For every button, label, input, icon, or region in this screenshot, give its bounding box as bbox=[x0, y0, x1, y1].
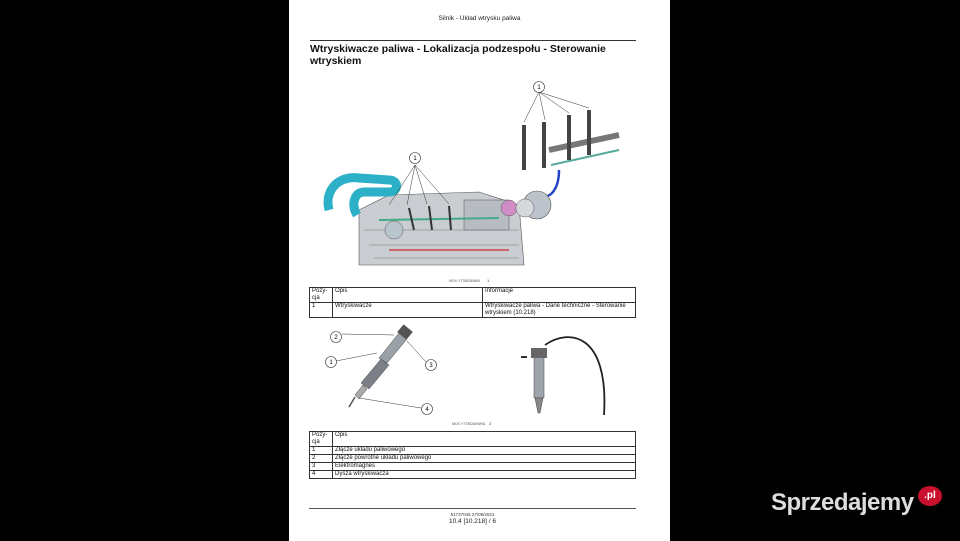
cell-description: Dysza wtryskiwacza bbox=[332, 470, 636, 479]
callout-3: 3 bbox=[425, 359, 437, 371]
table-header-row: Pozy-cja Opis bbox=[309, 431, 636, 447]
fuel-rail-illustration bbox=[515, 110, 620, 220]
cell-position: 3 bbox=[309, 462, 333, 471]
table-header-row: Pozy-cja Opis Informacje bbox=[309, 287, 636, 303]
callout-4-label: 4 bbox=[425, 407, 429, 413]
cell-description: Wtryskiwacze bbox=[332, 302, 483, 318]
document-page: Silnik - Układ wtrysku paliwa Wtryskiwac… bbox=[289, 0, 670, 541]
footer-doc-id: 51737045 27/09/2021 bbox=[450, 512, 495, 517]
header-cell-position: Pozy-cja bbox=[309, 431, 333, 447]
figure2-number: 2 bbox=[489, 421, 492, 426]
callout-1: 1 bbox=[325, 356, 337, 368]
engine-figure: 1 1 bbox=[323, 81, 620, 266]
callout-1-right: 1 bbox=[533, 81, 545, 93]
footer-page-ref: 10.4 [10.218] / 6 bbox=[449, 518, 496, 525]
engine-block-illustration bbox=[323, 173, 525, 266]
cell-description: Złącze układu paliwowego bbox=[332, 446, 636, 455]
callout-2: 2 bbox=[330, 331, 342, 343]
table-row: 2 Złącze powrotne układu paliwowego bbox=[309, 454, 636, 463]
callout-1-left: 1 bbox=[409, 152, 421, 164]
cell-description: Złącze powrotne układu paliwowego bbox=[332, 454, 636, 463]
table-row: 3 Elektromagnes bbox=[309, 462, 636, 471]
table-row: 1 Złącze układu paliwowego bbox=[309, 446, 636, 455]
cell-info: Wtryskiwacze paliwa - Dane techniczne - … bbox=[482, 302, 636, 318]
callout-leaders-2 bbox=[335, 333, 428, 409]
cell-position: 1 bbox=[309, 302, 333, 318]
injector-left-illustration bbox=[348, 324, 413, 408]
table-positions-1: Pozy-cja Opis Informacje 1 Wtryskiwacze … bbox=[309, 287, 636, 318]
table-positions-2: Pozy-cja Opis 1 Złącze układu paliwowego… bbox=[309, 431, 636, 479]
callout-leaders bbox=[388, 91, 590, 206]
header-cell-position: Pozy-cja bbox=[309, 287, 333, 303]
callout-1-label: 1 bbox=[329, 360, 333, 366]
table-row: 1 Wtryskiwacze Wtryskiwacze paliwa - Dan… bbox=[309, 302, 636, 318]
watermark-logo: Sprzedajemy bbox=[771, 489, 914, 516]
figure2-caption: MOX.YT785260WNA bbox=[452, 422, 486, 426]
header-cell-info: Informacje bbox=[482, 287, 636, 303]
header-cell-description: Opis bbox=[332, 431, 636, 447]
header-cell-description: Opis bbox=[332, 287, 483, 303]
page-title: Wtryskiwacze paliwa - Lokalizacja podzes… bbox=[310, 40, 636, 67]
table-row: 4 Dysza wtryskiwacza bbox=[309, 470, 636, 479]
watermark-badge: .pl bbox=[918, 486, 942, 506]
page-header: Silnik - Układ wtrysku paliwa bbox=[438, 15, 521, 22]
figure1-caption: MOX.YT785260894 bbox=[449, 279, 480, 283]
callout-1-right-label: 1 bbox=[537, 85, 541, 91]
cell-position: 2 bbox=[309, 454, 333, 463]
cell-position: 1 bbox=[309, 446, 333, 455]
cell-description: Elektromagnes bbox=[332, 462, 636, 471]
page-footer: 51737045 27/09/2021 10.4 [10.218] / 6 bbox=[309, 508, 636, 525]
callout-3-label: 3 bbox=[429, 363, 433, 369]
callout-1-left-label: 1 bbox=[413, 156, 417, 162]
callout-2-label: 2 bbox=[334, 335, 338, 341]
injector-right-illustration bbox=[521, 336, 606, 416]
figure1-number: 1 bbox=[487, 278, 490, 283]
injector-figure: 2 1 3 4 bbox=[325, 324, 606, 416]
callout-4: 4 bbox=[421, 403, 433, 415]
cell-position: 4 bbox=[309, 470, 333, 479]
